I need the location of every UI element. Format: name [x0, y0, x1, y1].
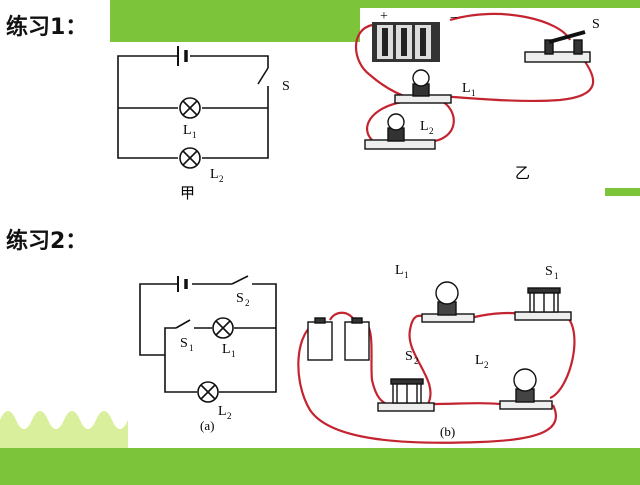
label-l2: L [218, 404, 227, 419]
cell-2 [344, 317, 370, 361]
panel-exercise-1 [0, 0, 640, 196]
switch-s1 [514, 287, 572, 321]
lamp-l1-symbol [212, 317, 234, 339]
label-s: S [282, 79, 290, 94]
caption-a: (a) [200, 418, 214, 433]
caption-yi: 乙 [515, 166, 530, 182]
label-s1: S [180, 336, 188, 351]
svg-text:1: 1 [404, 270, 409, 280]
lamp-l1-label: L [395, 263, 404, 278]
lamp-l2 [499, 368, 553, 410]
label-l1: L [183, 123, 192, 138]
schematic-a [139, 275, 277, 403]
switch-s2 [377, 378, 435, 412]
svg-text:1: 1 [231, 349, 236, 359]
exercise-2-heading: 练习2： [6, 228, 87, 254]
svg-text:2: 2 [227, 411, 232, 421]
svg-text:1: 1 [189, 343, 194, 353]
lamp-l1-symbol [179, 97, 201, 119]
svg-text:1: 1 [471, 88, 476, 98]
lamp-l2-label: L [420, 119, 429, 134]
exercise-1-heading: 练习1： [6, 14, 87, 40]
battery [372, 22, 440, 62]
svg-text:2: 2 [429, 126, 434, 136]
physical-b: L 1 S 1 S 2 L 2 (b) [297, 263, 576, 444]
scallop-decoration [0, 411, 128, 448]
battery-minus-label: − [450, 11, 458, 26]
schematic-jia [117, 46, 269, 169]
svg-text:2: 2 [219, 174, 224, 184]
caption-jia: 甲 [180, 186, 195, 202]
battery-plus-label: + [380, 9, 388, 24]
lamp-l2-symbol [197, 381, 219, 403]
svg-text:2: 2 [484, 360, 489, 370]
switch-s-label: S [592, 17, 600, 32]
svg-text:1: 1 [554, 271, 559, 281]
cell-1 [307, 317, 333, 361]
svg-text:2: 2 [414, 356, 419, 366]
caption-b: (b) [440, 424, 455, 439]
svg-text:1: 1 [192, 130, 197, 140]
lamp-l2-label: L [475, 353, 484, 368]
label-s2: S [236, 291, 244, 306]
switch-s1-label: S [545, 264, 553, 279]
knife-switch [524, 30, 591, 63]
lamp-l2 [364, 113, 436, 150]
label-l1: L [222, 342, 231, 357]
physical-yi: + − S L 1 L 2 乙 [355, 9, 600, 182]
label-l2: L [210, 167, 219, 182]
lamp-l1-label: L [462, 81, 471, 96]
switch-s2-label: S [405, 349, 413, 364]
lamp-l1 [394, 69, 452, 104]
svg-text:2: 2 [245, 298, 250, 308]
lamp-l1 [421, 281, 475, 323]
lamp-l2-symbol [179, 147, 201, 169]
